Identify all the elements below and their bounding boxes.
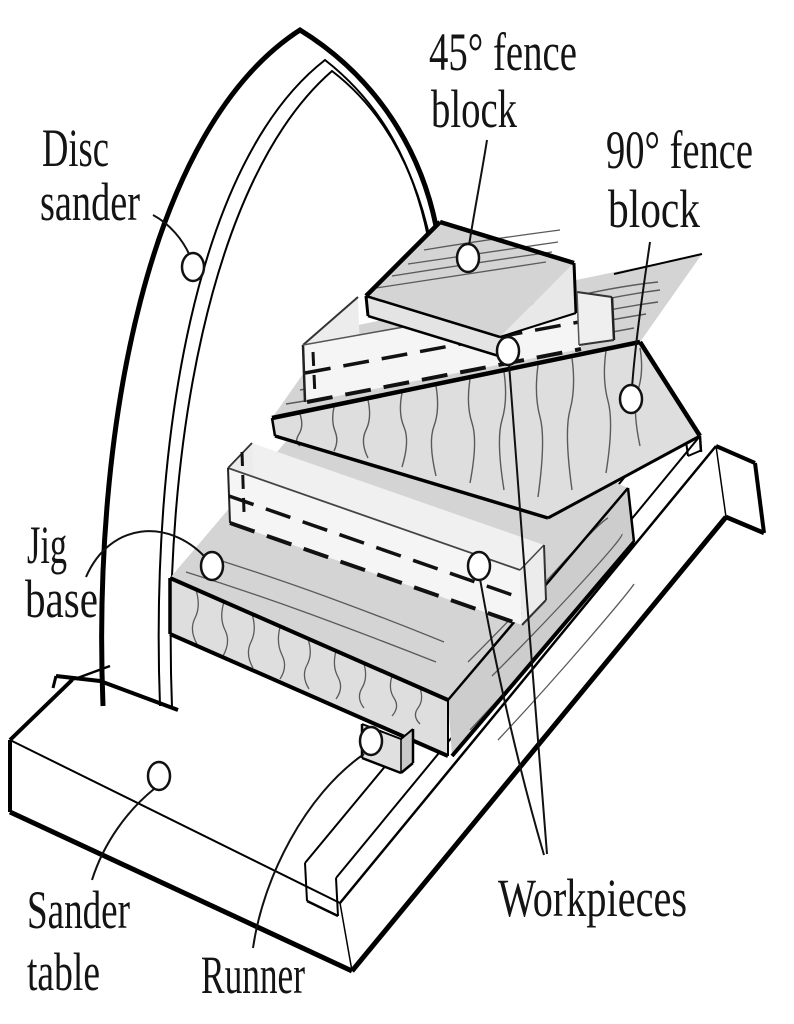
- label-disc-sander: Disc sander: [40, 118, 140, 232]
- label-runner: Runner: [201, 945, 305, 1005]
- leader-workpiece-upper: [508, 363, 548, 855]
- marker-runner: [358, 725, 384, 757]
- leader-disc-sander: [152, 214, 191, 257]
- label-sander-table: Sander table: [27, 880, 144, 1002]
- leader-runner: [252, 753, 365, 949]
- leader-fence-90: [631, 241, 651, 389]
- marker-fence-90: [618, 383, 644, 415]
- marker-sander-table: [146, 760, 172, 792]
- disc-sander: [51, 27, 439, 712]
- marker-workpiece-lower: [466, 550, 492, 582]
- marker-workpiece-upper: [495, 335, 521, 367]
- disc-outer-rim: [99, 27, 439, 707]
- marker-circles: [146, 242, 644, 792]
- leader-lines: [85, 139, 651, 949]
- marker-disc-sander: [180, 251, 206, 283]
- labels: Disc sander 45° fence block 90° fence bl…: [25, 22, 767, 1005]
- label-jig-base: Jig base: [25, 515, 98, 629]
- marker-jig-base: [199, 550, 225, 582]
- label-fence-45: 45° fence block: [429, 22, 591, 139]
- sander-stand-foot: [55, 674, 179, 712]
- leader-fence-45: [468, 139, 488, 247]
- leader-sander-table: [91, 788, 155, 881]
- fence-block-45: [364, 219, 578, 359]
- label-workpieces: Workpieces: [498, 868, 687, 928]
- leader-jig-base: [85, 530, 206, 578]
- marker-fence-45: [455, 242, 481, 274]
- workpiece-lower: [227, 442, 547, 627]
- workpiece-upper-right-end: [576, 291, 616, 346]
- label-fence-90: 90° fence block: [606, 120, 767, 239]
- disc-inner-rim-2: [169, 69, 432, 708]
- leader-workpiece-lower: [479, 578, 545, 856]
